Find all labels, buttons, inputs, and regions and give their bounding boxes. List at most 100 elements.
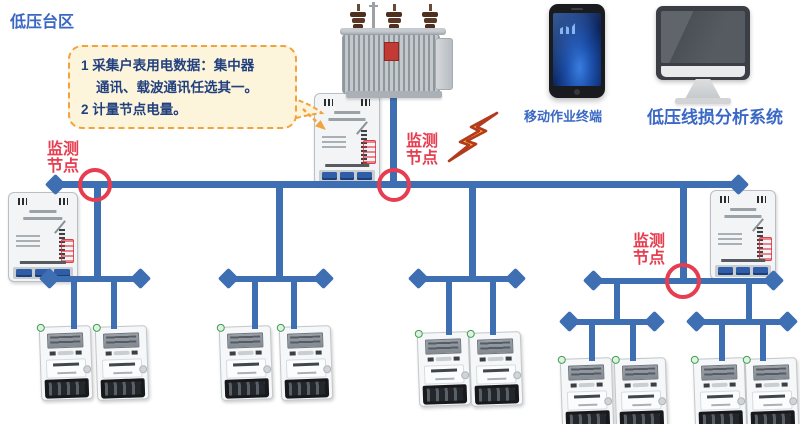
device-text-line [328, 118, 366, 121]
meter-drop-line [760, 322, 766, 361]
page-title: 低压台区 [10, 14, 75, 31]
meter-buttons [105, 349, 138, 356]
meter-seal-screw [461, 371, 470, 380]
meter-drop-line [252, 281, 258, 329]
sub-bus-line [229, 276, 324, 282]
meter-lcd [621, 364, 659, 381]
meter-seal-screw [789, 397, 798, 406]
meter-buttons [479, 355, 512, 362]
monitor-node-label: 监测 节点 [46, 141, 79, 175]
monitor-stand [685, 79, 721, 99]
energy-meter [742, 355, 800, 424]
meter-terminal-cover [224, 378, 270, 399]
phone-screen [553, 13, 601, 86]
bus-end-arrow [407, 267, 430, 290]
meter-seal [36, 323, 45, 332]
sub-bus-line [419, 276, 516, 282]
meter-drop-line [291, 281, 297, 329]
smartphone-icon [549, 4, 605, 98]
meter-seal [557, 355, 566, 364]
meter-buttons [624, 381, 657, 388]
red-seal-stamp [363, 140, 376, 164]
meter-seal-screw [513, 371, 522, 380]
branch-drop-line [276, 184, 283, 279]
branch-drop-line [94, 184, 101, 279]
meter-seal [276, 323, 285, 332]
analysis-system-label: 低压线损分析系统 [647, 108, 783, 127]
energy-meter [92, 323, 150, 401]
device-text-line [23, 217, 63, 220]
meter-terminal-cover [619, 410, 665, 424]
transformer-lid [340, 28, 446, 35]
vent-grilles [18, 198, 68, 205]
concentrator-device-left [8, 192, 78, 282]
meter-buttons [289, 349, 322, 356]
monitor-base [675, 98, 731, 104]
meter-seal-screw [658, 397, 667, 406]
monitor-node-circle [377, 168, 411, 202]
meter-seal-screw [604, 397, 613, 406]
concentrator-device-right [710, 190, 776, 280]
monitor-frame [656, 6, 750, 80]
branch-drop-line [746, 281, 752, 322]
meter-buttons [703, 381, 736, 388]
bus-end-arrow [582, 269, 605, 292]
red-seal-stamp [61, 239, 74, 263]
desktop-monitor-icon [656, 6, 750, 106]
meter-lcd [46, 332, 84, 349]
sub-bus-line [570, 319, 655, 325]
branch-drop-line [680, 184, 687, 281]
meter-lcd [567, 364, 605, 381]
meter-drop-line [630, 322, 636, 361]
concentrator-device-center [314, 93, 380, 185]
device-spec-text [322, 136, 346, 151]
monitor-node-circle [665, 263, 701, 299]
meter-nameplate [285, 358, 327, 379]
meter-lcd [752, 364, 790, 381]
monitor-node-label: 监测 节点 [405, 133, 438, 167]
meter-nameplate [225, 358, 267, 379]
meter-nameplate [101, 358, 143, 379]
meter-seal-screw [323, 365, 332, 374]
transformer-icon [336, 2, 454, 102]
energy-meter [690, 355, 748, 424]
meter-terminal-cover [565, 410, 611, 424]
energy-meter [414, 329, 472, 407]
vent-grilles [720, 196, 766, 203]
meter-seal [216, 323, 225, 332]
vent-grilles [324, 99, 370, 106]
meter-drop-line [490, 281, 496, 335]
meter-buttons [229, 349, 262, 356]
meter-terminal-cover [474, 384, 520, 405]
meter-lcd [286, 332, 324, 349]
transformer-feeder-line [390, 95, 397, 185]
callout-note: 1 采集户表用电数据：集中器 通讯、载波通讯任选其一。 2 计量节点电量。 [68, 45, 297, 129]
bus-end-arrow [312, 267, 335, 290]
meter-nameplate [45, 358, 87, 379]
meter-buttons [427, 355, 460, 362]
device-spec-text [718, 233, 742, 248]
meter-nameplate [751, 390, 793, 411]
device-text-line [334, 111, 360, 114]
meter-drop-line [446, 281, 452, 335]
callout-line-2: 通讯、载波通讯任选其一。 [96, 80, 258, 95]
sub-bus-line [50, 276, 141, 282]
device-spec-text [16, 235, 40, 250]
callout-line-3: 2 计量节点电量。 [81, 102, 187, 117]
meter-terminal-cover [44, 378, 90, 399]
energy-meter [216, 323, 274, 401]
meter-terminal-cover [750, 410, 796, 424]
energy-meter [557, 355, 615, 424]
bus-end-arrow [504, 267, 527, 290]
phone-speaker [571, 8, 583, 10]
meter-drop-line [71, 281, 77, 329]
monitor-node-label: 监测 节点 [632, 233, 665, 267]
meter-buttons [755, 381, 788, 388]
energy-meter [36, 323, 94, 401]
terminal-block [715, 265, 771, 277]
meter-lcd [102, 332, 140, 349]
callout-tail-arrow [289, 96, 326, 130]
meter-lcd [700, 364, 738, 381]
meter-lcd [476, 338, 514, 355]
meter-seal [414, 329, 423, 338]
